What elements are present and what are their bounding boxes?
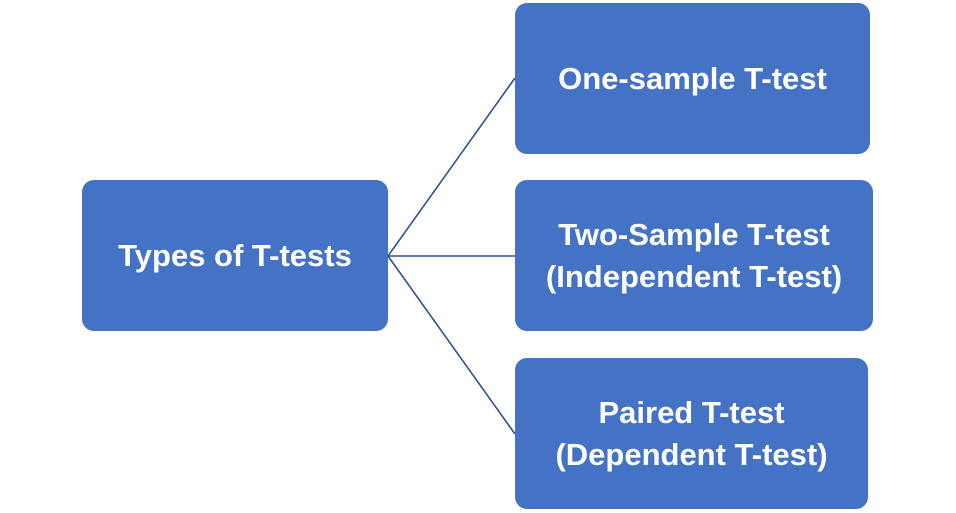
- root-node-label: Types of T-tests: [118, 237, 352, 273]
- connector-to-one-sample: [387, 77, 516, 257]
- two-sample-sublabel: (Independent T-test): [545, 258, 843, 294]
- paired-sublabel: (Dependent T-test): [555, 436, 828, 472]
- root-node-types-of-t-tests: Types of T-tests: [82, 180, 388, 331]
- child-node-paired: Paired T-test (Dependent T-test): [515, 358, 868, 509]
- one-sample-label: One-sample T-test: [558, 60, 827, 96]
- child-node-one-sample: One-sample T-test: [515, 3, 870, 154]
- child-node-two-sample: Two-Sample T-test (Independent T-test): [515, 180, 873, 331]
- connector-to-paired: [387, 255, 516, 435]
- two-sample-label: Two-Sample T-test: [558, 216, 830, 252]
- paired-label: Paired T-test: [598, 394, 785, 430]
